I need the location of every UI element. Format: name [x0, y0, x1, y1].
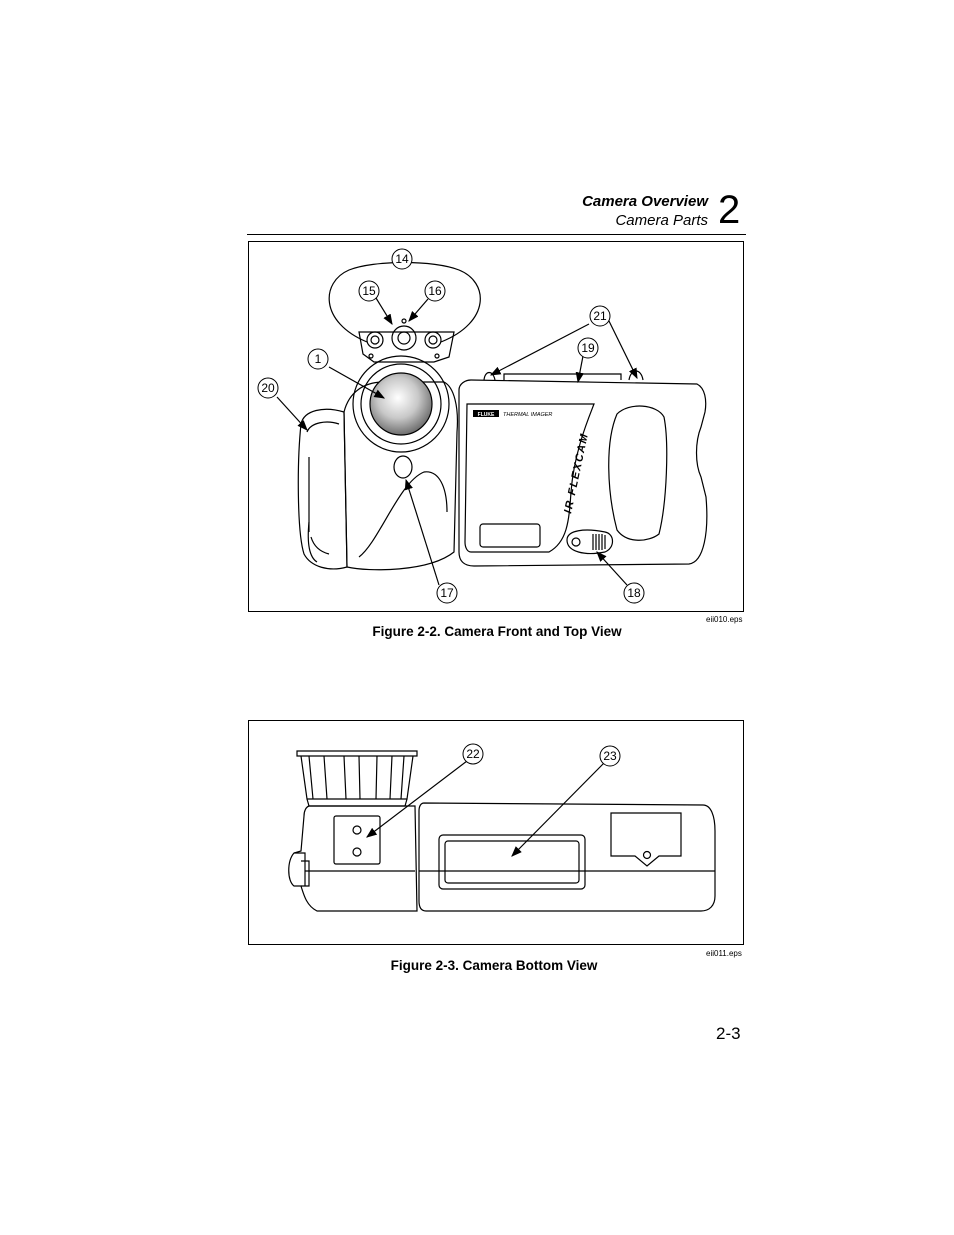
- camera-bottom-drawing: 22 23: [288, 743, 716, 912]
- camera-front-drawing: FLUKE THERMAL IMAGER IR FLEXCAM: [257, 248, 708, 604]
- label-plate: [479, 523, 541, 548]
- callout-1: 1: [315, 352, 322, 366]
- figure2-filename: eii011.eps: [706, 949, 742, 958]
- lens-outer-ring: [352, 355, 450, 453]
- brand-text: FLUKE: [478, 412, 495, 418]
- callout-21: 21: [593, 309, 607, 323]
- ir-lens: [369, 372, 433, 436]
- callout-14: 14: [395, 252, 409, 266]
- callout-22: 22: [466, 747, 480, 761]
- callout-20: 20: [261, 381, 275, 395]
- callout-23: 23: [603, 749, 617, 763]
- hand-strap: [297, 408, 348, 570]
- camera-body: [458, 379, 708, 567]
- chapter-number: 2: [718, 188, 741, 232]
- callout-19: 19: [581, 341, 595, 355]
- figure1-caption: Figure 2-2. Camera Front and Top View: [372, 624, 622, 639]
- button-17: [393, 455, 413, 479]
- brand-badge: [473, 410, 499, 417]
- figure2-caption: Figure 2-3. Camera Bottom View: [390, 958, 598, 973]
- page-number: 2-3: [716, 1024, 741, 1043]
- callout-18: 18: [627, 586, 641, 600]
- figure1-filename: eii010.eps: [706, 615, 743, 624]
- callout-15: 15: [362, 284, 376, 298]
- model-text: IR FLEXCAM: [562, 432, 591, 515]
- tripod-plate: [333, 815, 381, 865]
- section-title: Camera Overview: [582, 193, 708, 210]
- detail-oval: [328, 261, 481, 343]
- callout-17: 17: [440, 586, 454, 600]
- subsection-title: Camera Parts: [615, 212, 708, 229]
- product-text: THERMAL IMAGER: [503, 412, 552, 418]
- callout-16: 16: [428, 284, 442, 298]
- figure-front-top-view: FLUKE THERMAL IMAGER IR FLEXCAM: [248, 241, 744, 612]
- running-header: Camera Overview Camera Parts: [582, 192, 708, 230]
- battery-door: [438, 834, 586, 890]
- grip-recess: [608, 405, 668, 541]
- header-rule: [247, 234, 746, 235]
- figure-bottom-view: 22 23: [248, 720, 744, 945]
- camera-bottom-body: [418, 802, 716, 912]
